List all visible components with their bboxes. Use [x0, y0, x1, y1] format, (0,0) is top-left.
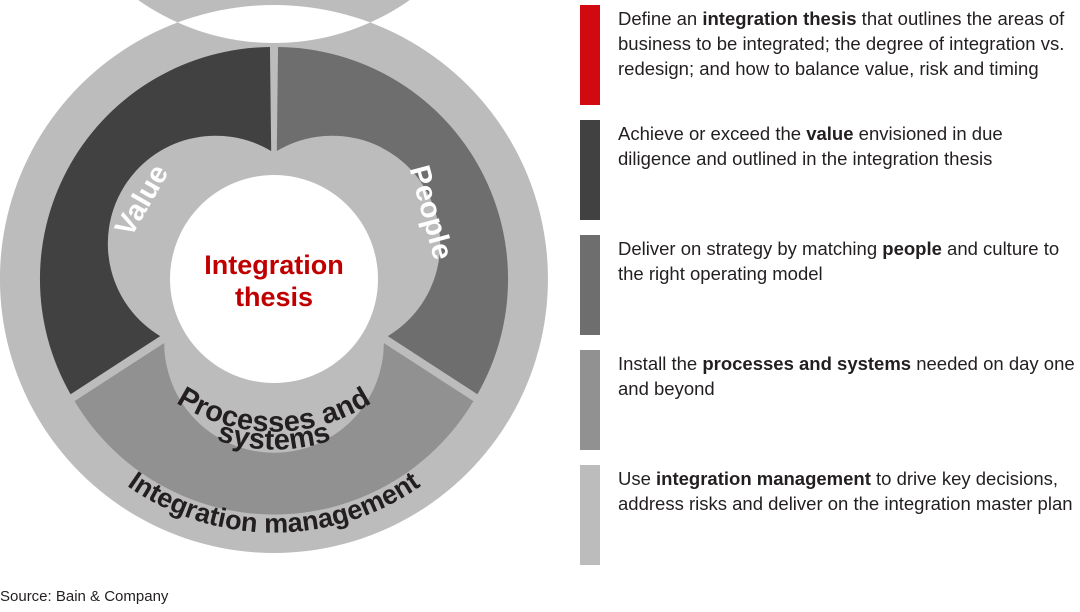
- legend-plain: Use: [618, 468, 657, 489]
- legend-plain: Install the: [618, 353, 703, 374]
- legend-emphasis: processes and systems: [702, 353, 912, 374]
- legend-plain: Deliver on strategy by matching: [618, 238, 883, 259]
- legend-plain: Achieve or exceed the: [618, 123, 807, 144]
- legend-plain: needed on day one and beyond: [618, 353, 1075, 399]
- legend-color-bar: [580, 120, 600, 220]
- segment-processes-and-systems[interactable]: [74, 342, 474, 515]
- legend-color-bar: [580, 465, 600, 565]
- legend-item-text: Define an integration thesis that outlin…: [618, 5, 1080, 81]
- legend-emphasis: integration management: [656, 468, 871, 489]
- legend-plain: that outlines the areas of business to b…: [618, 8, 1065, 79]
- center-hub: [170, 175, 378, 383]
- legend-plain: and culture to the right operating model: [618, 238, 1060, 284]
- legend-item[interactable]: Install the processes and systems needed…: [580, 350, 1080, 450]
- segment-value[interactable]: [39, 47, 272, 395]
- legend-item-text: Use integration management to drive key …: [618, 465, 1080, 516]
- legend-emphasis: people: [882, 238, 942, 259]
- legend-item[interactable]: Define an integration thesis that outlin…: [580, 5, 1080, 105]
- legend-item[interactable]: Deliver on strategy by matching people a…: [580, 235, 1080, 335]
- legend-emphasis: integration thesis: [702, 8, 857, 29]
- legend-color-bar: [580, 235, 600, 335]
- legend-color-bar: [580, 350, 600, 450]
- legend-emphasis: value: [806, 123, 854, 144]
- legend-item-text: Achieve or exceed the value envisioned i…: [618, 120, 1080, 171]
- legend-item[interactable]: Achieve or exceed the value envisioned i…: [580, 120, 1080, 220]
- center-label-line2: thesis: [235, 282, 313, 312]
- donut-diagram: Integration thesis Value People Processe…: [0, 0, 560, 570]
- legend-list: Define an integration thesis that outlin…: [580, 0, 1080, 575]
- legend-plain: to drive key decisions, address risks an…: [618, 468, 1073, 514]
- legend-item[interactable]: Use integration management to drive key …: [580, 465, 1080, 565]
- legend-item-text: Deliver on strategy by matching people a…: [618, 235, 1080, 286]
- legend-item-text: Install the processes and systems needed…: [618, 350, 1080, 401]
- legend-color-bar: [580, 5, 600, 105]
- center-label-line1: Integration: [204, 250, 344, 280]
- source-note: Source: Bain & Company: [0, 588, 169, 605]
- legend-plain: Define an: [618, 8, 703, 29]
- legend-plain: envisioned in due diligence and outlined…: [618, 123, 1003, 169]
- segment-people[interactable]: [276, 47, 509, 395]
